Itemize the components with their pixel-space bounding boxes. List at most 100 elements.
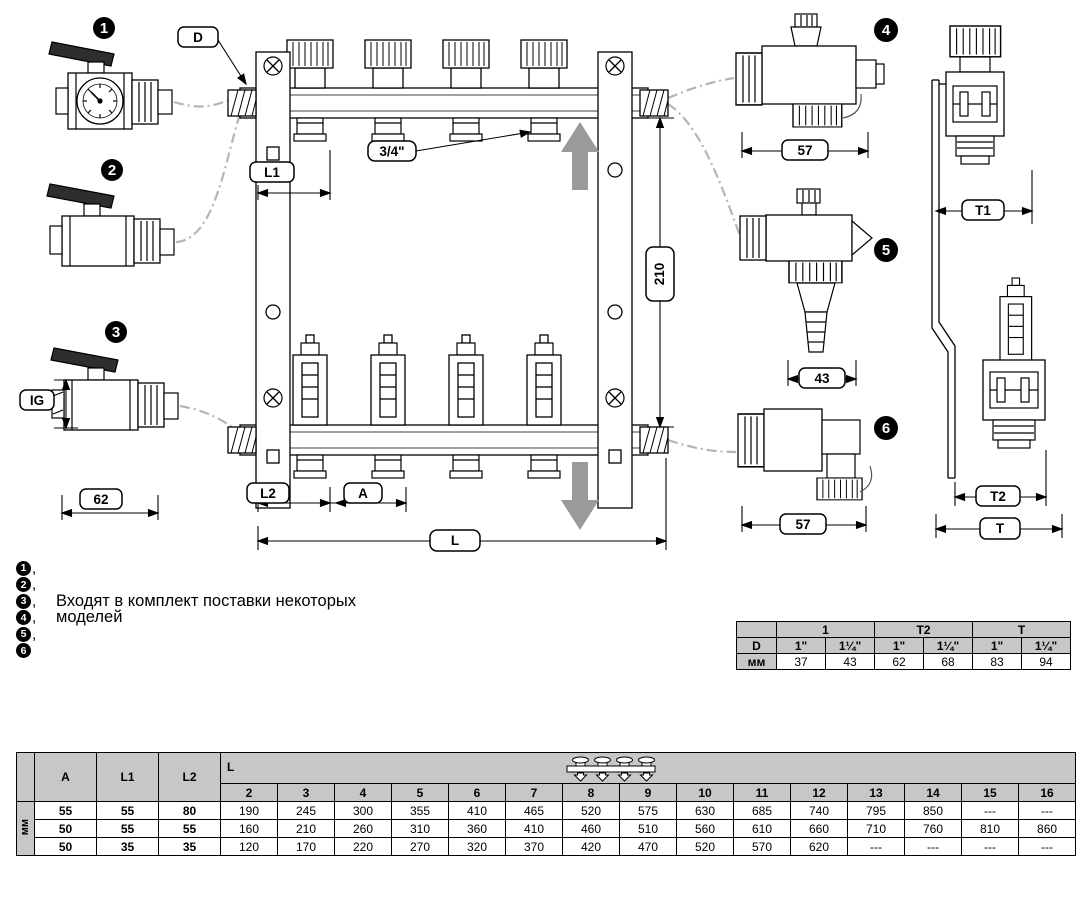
- svg-text:L: L: [451, 533, 459, 548]
- legend-num-6: 6: [16, 643, 31, 659]
- svg-text:57: 57: [795, 517, 810, 532]
- svg-text:4: 4: [882, 22, 891, 39]
- l-value: 850: [904, 801, 962, 820]
- value-cell: 94: [1021, 653, 1072, 670]
- count-header: 9: [619, 783, 677, 802]
- legend-suffix: ,: [32, 592, 37, 610]
- dim-label-a: A: [343, 482, 383, 504]
- size-header: 1¼": [922, 637, 974, 654]
- l1-value: 55: [96, 819, 159, 838]
- l-value: 860: [1017, 819, 1077, 838]
- l-value: 270: [391, 837, 449, 856]
- svg-text:62: 62: [93, 492, 108, 507]
- svg-text:L2: L2: [260, 486, 276, 501]
- l-value: 420: [562, 837, 620, 856]
- l-value: 360: [448, 819, 506, 838]
- l1-value: 35: [96, 837, 159, 856]
- size-header: 1": [972, 637, 1023, 654]
- svg-text:T2: T2: [990, 489, 1006, 504]
- size-header: 1": [776, 637, 826, 654]
- l-value: 520: [562, 801, 620, 820]
- legend-num-1: 1: [16, 560, 31, 576]
- value-cell: 43: [825, 653, 875, 670]
- legend-row: 2,: [16, 576, 356, 594]
- unit-label: мм: [19, 818, 31, 836]
- count-header: 7: [505, 783, 563, 802]
- l-value: ---: [1017, 801, 1077, 820]
- unit-cell: мм: [736, 653, 777, 670]
- count-header: 3: [277, 783, 335, 802]
- l-value: 470: [619, 837, 677, 856]
- group-header: T: [972, 621, 1072, 638]
- l-value: 660: [790, 819, 848, 838]
- l-value: 160: [220, 819, 278, 838]
- l-value: 190: [220, 801, 278, 820]
- l-value: 355: [391, 801, 449, 820]
- count-header: 16: [1017, 783, 1077, 802]
- dim-label-57-bottom: 57: [779, 513, 827, 535]
- value-cell: 37: [776, 653, 826, 670]
- svg-text:3/4": 3/4": [379, 144, 404, 159]
- l-value: ---: [847, 837, 905, 856]
- col-header-a: A: [34, 752, 97, 802]
- size-header: 1¼": [825, 637, 875, 654]
- l-value: 575: [619, 801, 677, 820]
- svg-text:A: A: [358, 486, 368, 501]
- l-value: 310: [391, 819, 449, 838]
- legend-suffix: ,: [32, 559, 37, 577]
- size-header: 1¼": [1021, 637, 1072, 654]
- l-value: 210: [277, 819, 335, 838]
- l-value: 370: [505, 837, 563, 856]
- callout-4: 4: [874, 18, 898, 42]
- dim-label-t1: T1: [961, 199, 1005, 221]
- l-value: 510: [619, 819, 677, 838]
- legend-suffix: ,: [32, 576, 37, 594]
- row-header-d: D: [736, 637, 777, 654]
- count-header: 15: [961, 783, 1019, 802]
- manifold-size-table: A L1 L2 L: [16, 752, 1077, 856]
- table-row: 50 55 55 160 210 260 310 360 410 460 510…: [17, 819, 1077, 838]
- end-piece-flow-meter: [982, 277, 1046, 449]
- count-header: 5: [391, 783, 449, 802]
- flow-up-arrow: [561, 122, 599, 190]
- l-value: 170: [277, 837, 335, 856]
- l-value: 685: [733, 801, 791, 820]
- callout-1: 1: [93, 17, 115, 39]
- count-header: 13: [847, 783, 905, 802]
- legend-row: 3, Входят в комплект поставки некоторых: [16, 591, 356, 610]
- l2-value: 55: [158, 819, 221, 838]
- a-value: 55: [34, 801, 97, 820]
- legend-note: Входят в комплект поставки некоторых: [56, 591, 356, 610]
- l-value: 710: [847, 819, 905, 838]
- legend-row: 6: [16, 643, 356, 660]
- svg-text:D: D: [193, 30, 203, 45]
- callout-2: 2: [101, 159, 123, 181]
- count-header: 4: [334, 783, 392, 802]
- legend: 1, 2, 3, Входят в комплект поставки неко…: [16, 560, 356, 659]
- callout-6: 6: [874, 416, 898, 440]
- count-header: 2: [220, 783, 278, 802]
- svg-text:43: 43: [814, 371, 830, 386]
- legend-row: 5,: [16, 626, 356, 643]
- svg-text:5: 5: [882, 242, 890, 259]
- svg-text:6: 6: [882, 420, 890, 437]
- thread-size-table: 1 T2 T D 1" 1¼" 1" 1¼" 1" 1¼" мм 37 43 6…: [736, 621, 1072, 670]
- a-value: 50: [34, 819, 97, 838]
- value-cell: 62: [874, 653, 924, 670]
- manifold-outlets-icon: [565, 754, 657, 783]
- table-row: мм 55 55 80 190 245 300 355 410 465 520 …: [16, 801, 1077, 856]
- count-header: 10: [676, 783, 734, 802]
- callout-5: 5: [874, 238, 898, 262]
- dim-label-l1: L1: [249, 161, 295, 183]
- dim-label-three-quarter: 3/4": [367, 140, 417, 162]
- table-corner: [16, 752, 35, 802]
- count-header: 6: [448, 783, 506, 802]
- l-value: 120: [220, 837, 278, 856]
- dim-label-ig: IG: [19, 389, 55, 411]
- legend-num-2: 2: [16, 577, 31, 593]
- leader-lines: [173, 76, 742, 454]
- l-value: 810: [961, 819, 1019, 838]
- svg-text:T1: T1: [975, 203, 991, 218]
- l-value: 320: [448, 837, 506, 856]
- a-value: 50: [34, 837, 97, 856]
